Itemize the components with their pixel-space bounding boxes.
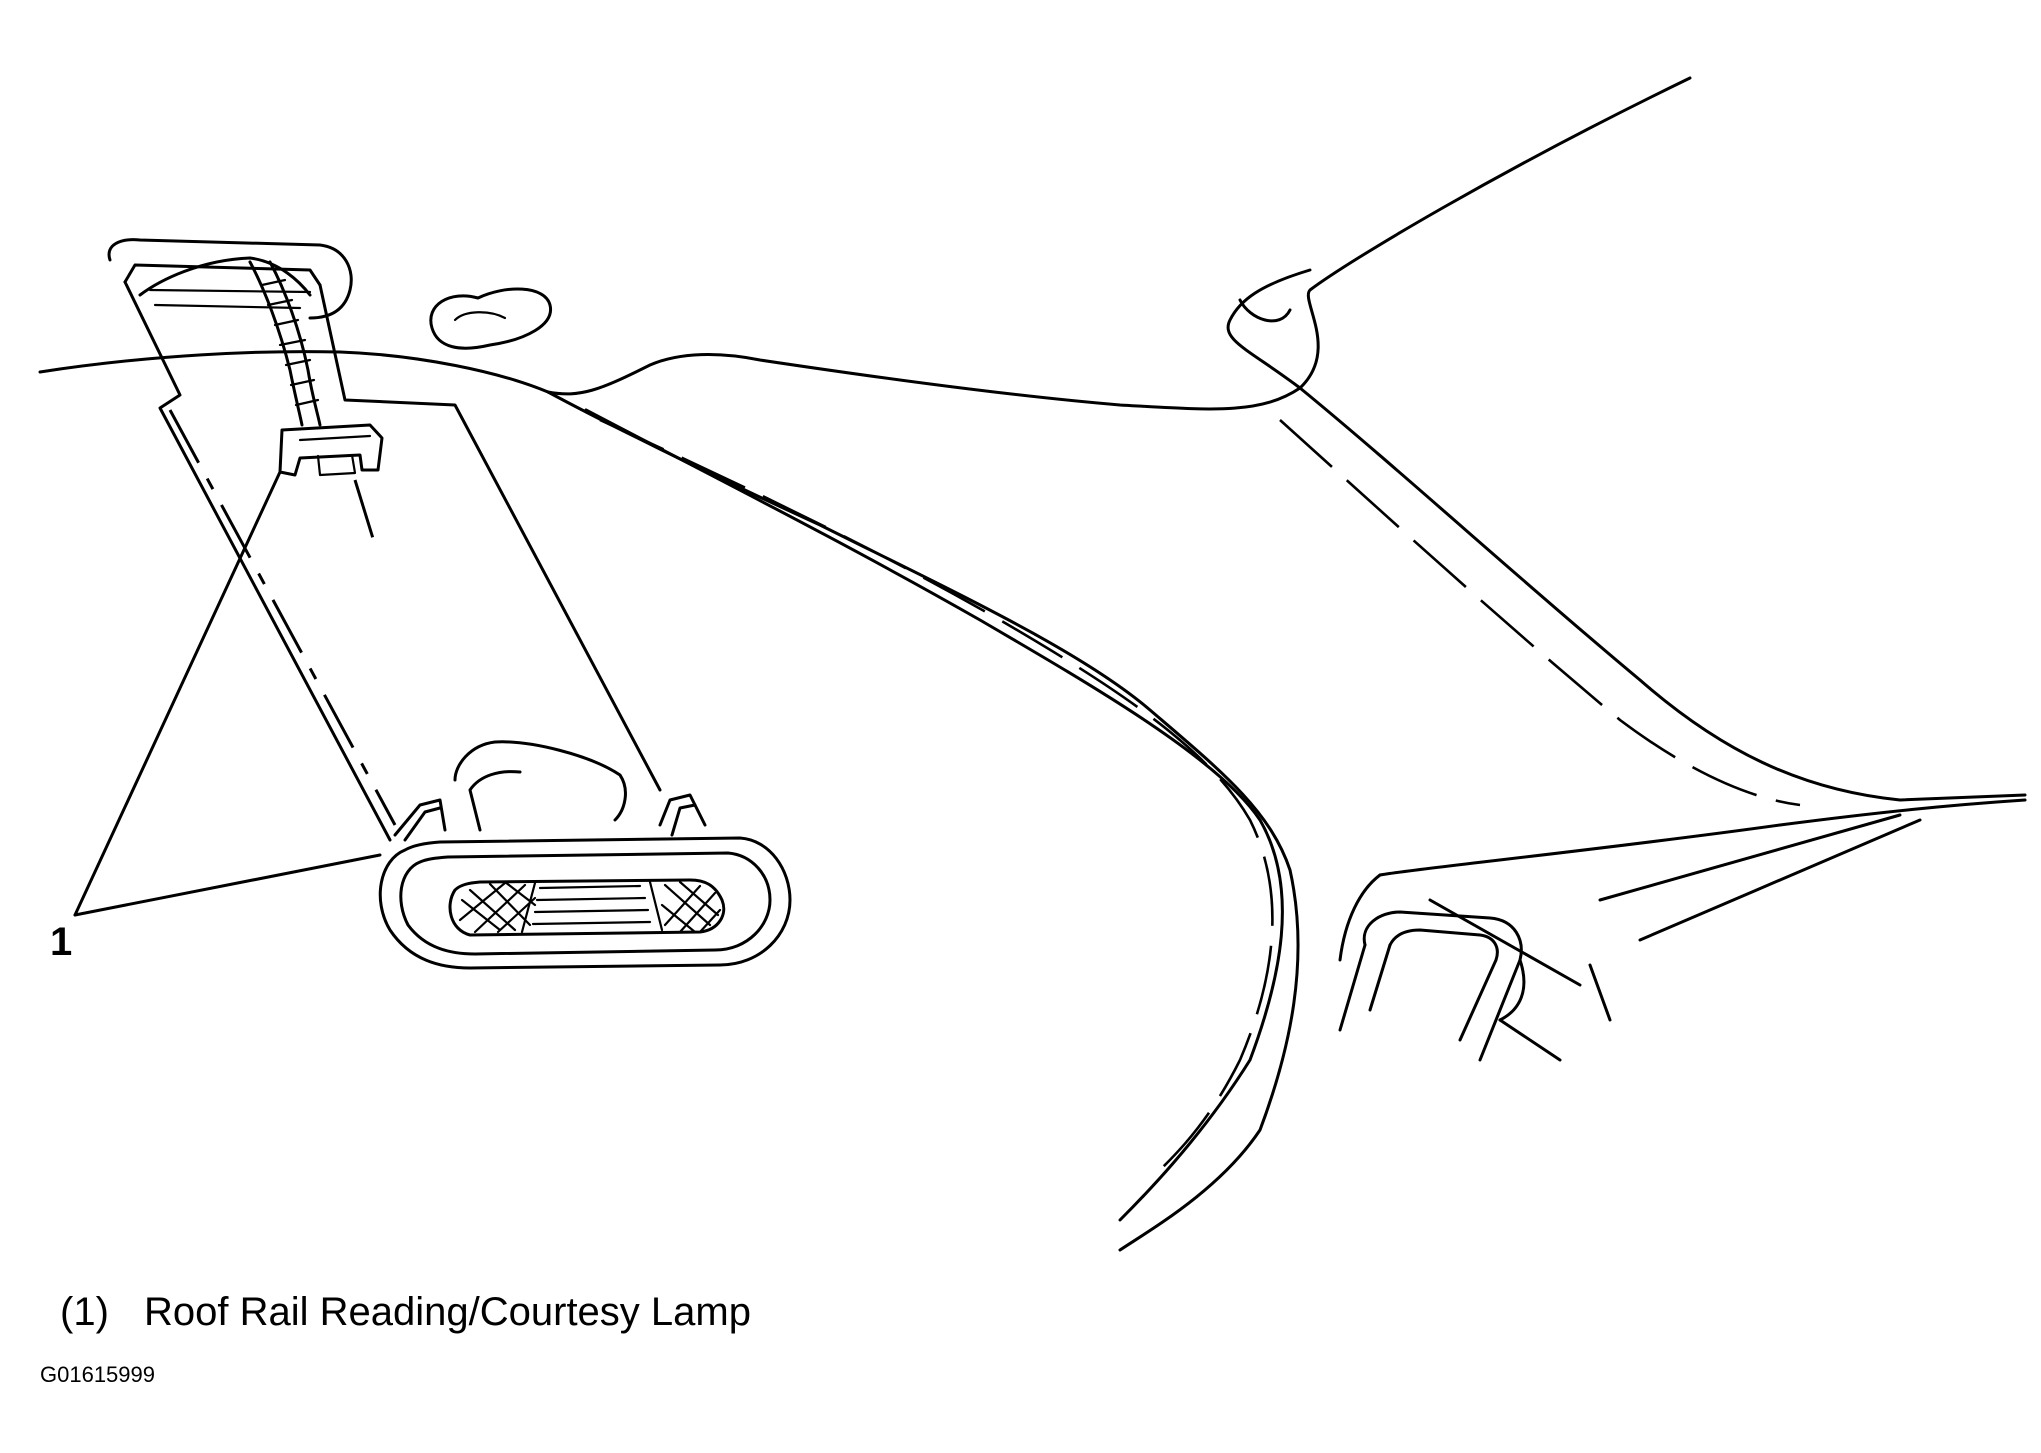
roof-opening <box>107 238 384 477</box>
headliner-feature <box>429 287 552 350</box>
legend-caption: (1) Roof Rail Reading/Courtesy Lamp <box>60 1290 751 1335</box>
courtesy-lamp <box>378 740 792 970</box>
legend-label: Roof Rail Reading/Courtesy Lamp <box>144 1290 751 1334</box>
grab-handle <box>1338 910 1526 1062</box>
projection-lines <box>123 280 662 842</box>
legend-number: (1) <box>60 1290 109 1334</box>
figure-code: G01615999 <box>40 1362 155 1387</box>
callout-number: 1 <box>50 920 73 964</box>
headliner-outline <box>38 76 2027 1252</box>
roof-rail-seams <box>599 418 1801 1171</box>
callout-leader-lines <box>73 470 382 917</box>
